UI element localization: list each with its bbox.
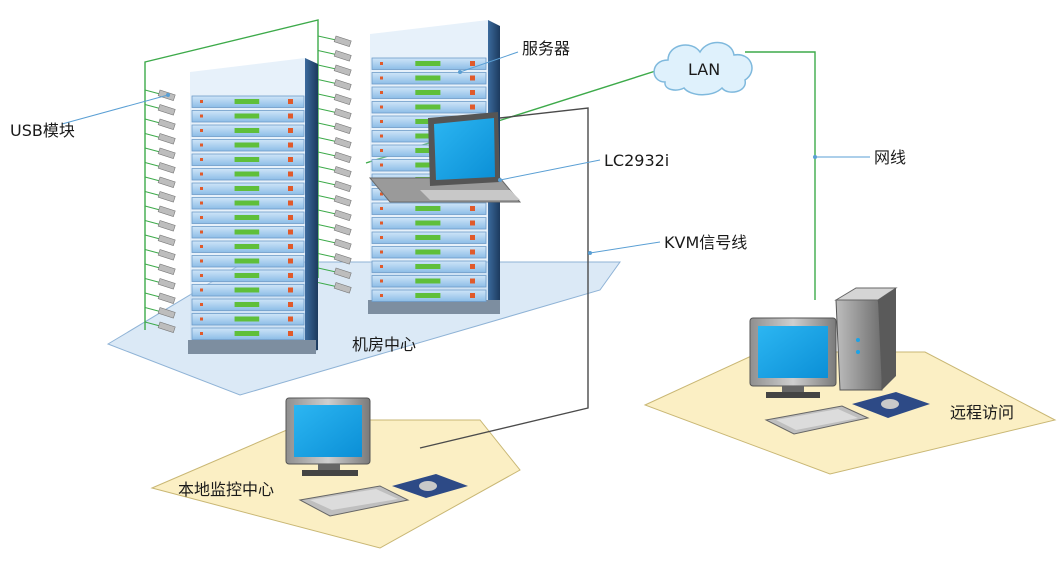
- label-kvm-cable: KVM信号线: [664, 233, 747, 252]
- server-unit: [371, 57, 487, 70]
- label-local-monitor: 本地监控中心: [178, 480, 274, 499]
- label-servers: 服务器: [522, 39, 570, 58]
- usb-module: [144, 104, 176, 116]
- label-lc2932i: LC2932i: [604, 151, 669, 170]
- server-unit: [191, 298, 305, 311]
- server-rack-left: [188, 58, 318, 354]
- usb-module: [317, 166, 352, 178]
- server-unit: [191, 139, 305, 152]
- usb-module: [144, 321, 176, 334]
- label-network-cable: 网线: [874, 148, 906, 167]
- server-unit: [191, 313, 305, 326]
- usb-module: [144, 147, 176, 160]
- server-unit: [191, 95, 305, 108]
- usb-module: [317, 122, 352, 135]
- local-monitor-station: [285, 397, 468, 517]
- usb-module: [317, 50, 352, 62]
- usb-module: [317, 108, 352, 120]
- server-rack-right: [368, 20, 500, 314]
- server-unit: [191, 168, 305, 181]
- server-unit: [371, 86, 487, 99]
- usb-module: [144, 205, 176, 218]
- server-unit: [371, 246, 487, 259]
- usb-module: [144, 162, 176, 174]
- server-unit: [371, 275, 487, 288]
- server-unit: [191, 153, 305, 166]
- usb-module: [144, 176, 176, 189]
- server-unit: [191, 211, 305, 224]
- usb-module: [317, 267, 352, 280]
- lan-cloud-icon: [653, 41, 753, 96]
- usb-module: [144, 263, 176, 276]
- usb-module: [144, 89, 176, 102]
- pointer-lines: [61, 51, 870, 254]
- usb-module: [317, 224, 352, 236]
- usb-module: [144, 234, 176, 247]
- usb-module: [144, 249, 176, 261]
- usb-module: [317, 64, 352, 77]
- usb-module: [317, 137, 352, 149]
- usb-module: [144, 278, 176, 290]
- server-unit: [191, 284, 305, 297]
- machine-room-floor: [106, 261, 621, 396]
- server-unit: [371, 202, 487, 215]
- usb-module: [317, 79, 352, 91]
- usb-module: [317, 238, 352, 251]
- lc2932i-console: [368, 112, 522, 203]
- label-machine-room: 机房中心: [352, 335, 416, 354]
- usb-module: [317, 209, 352, 222]
- usb-module: [317, 195, 352, 207]
- server-unit: [191, 124, 305, 137]
- server-unit: [191, 269, 305, 282]
- remote-access-station: [749, 287, 930, 435]
- server-unit: [371, 217, 487, 230]
- usb-module: [317, 180, 352, 193]
- server-unit: [191, 240, 305, 253]
- label-remote-access: 远程访问: [950, 403, 1014, 422]
- usb-module: [144, 118, 176, 131]
- server-unit: [371, 231, 487, 244]
- server-unit: [371, 72, 487, 85]
- kvm-signal-cable: [419, 107, 589, 449]
- label-lan: LAN: [688, 60, 720, 79]
- server-unit: [191, 182, 305, 195]
- server-unit: [191, 197, 305, 210]
- usb-module: [317, 253, 352, 265]
- server-unit: [371, 260, 487, 273]
- server-unit: [191, 255, 305, 268]
- usb-module: [317, 151, 352, 164]
- usb-module: [144, 133, 176, 145]
- server-unit: [191, 226, 305, 239]
- usb-module: [317, 282, 352, 294]
- server-unit: [371, 289, 487, 302]
- usb-module: [317, 93, 352, 106]
- server-unit: [191, 110, 305, 123]
- usb-module: [144, 191, 176, 203]
- usb-module: [317, 35, 352, 48]
- usb-module: [144, 292, 176, 305]
- local-monitor-floor: [150, 419, 521, 549]
- usb-module: [144, 220, 176, 232]
- server-unit: [371, 101, 487, 114]
- server-unit: [191, 327, 305, 340]
- usb-module: [144, 307, 176, 319]
- label-usb-module: USB模块: [10, 121, 75, 140]
